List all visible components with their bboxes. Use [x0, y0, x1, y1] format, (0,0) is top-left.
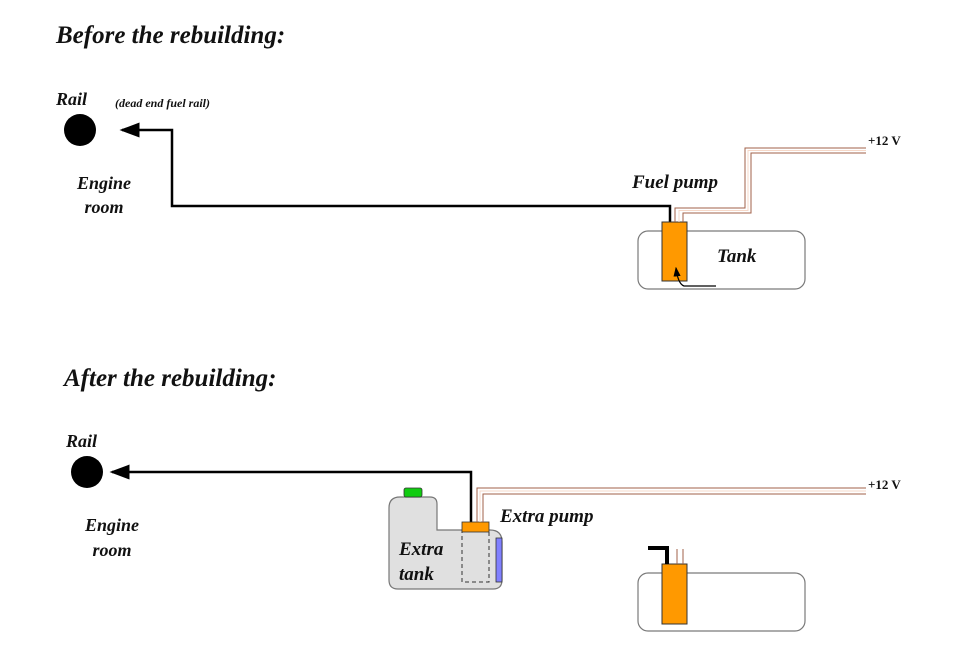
before-engine-line2: room	[84, 197, 124, 217]
before-rail-node	[64, 114, 96, 146]
before-intake-line	[673, 266, 716, 287]
after-diagram	[71, 456, 866, 632]
after-rail-label: Rail	[66, 431, 98, 451]
before-pump-label: Fuel pump	[632, 172, 719, 193]
before-power-wires	[674, 147, 866, 222]
before-voltage-label: +12 V	[868, 133, 901, 148]
extra-tank-gauge	[495, 537, 503, 583]
extra-pump	[461, 521, 490, 533]
extra-pump-housing	[461, 530, 490, 583]
extra-tank-label-line2: tank	[399, 564, 434, 585]
after-heading: After the rebuilding:	[64, 365, 277, 392]
extra-tank-label-line1: Extra	[399, 539, 444, 560]
after-fuel-line	[109, 464, 473, 522]
after-wire-stubs	[676, 549, 684, 564]
before-engine-line1: Engine	[76, 173, 132, 193]
before-diagram	[64, 114, 866, 290]
before-fuel-line	[119, 122, 672, 222]
before-rail-label: Rail	[56, 89, 88, 109]
after-power-wires	[476, 487, 866, 522]
extra-tank	[388, 496, 503, 590]
before-rail-note: (dead end fuel rail)	[115, 96, 210, 110]
before-fuel-pump	[661, 221, 688, 282]
before-tank-label: Tank	[717, 246, 757, 267]
after-engine-line1: Engine	[84, 515, 140, 535]
after-rail-node	[71, 456, 103, 488]
after-engine-line2: room	[92, 540, 132, 560]
after-voltage-label: +12 V	[868, 477, 901, 492]
before-heading: Before the rebuilding:	[56, 22, 286, 49]
after-old-pump	[661, 563, 688, 625]
after-outlet-stub	[648, 546, 669, 564]
extra-tank-cap	[403, 487, 423, 498]
after-pump-label: Extra pump	[500, 506, 594, 527]
